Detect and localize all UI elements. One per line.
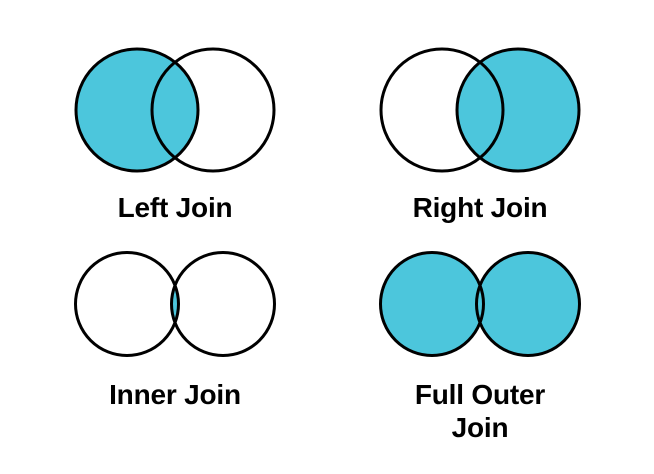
right-circle-outline (455, 47, 581, 173)
left-join-label: Left Join (117, 192, 233, 223)
right-circle-outline (475, 251, 581, 357)
left-circle-fill (380, 252, 484, 356)
left-join-venn (74, 47, 276, 173)
intersection-fill (152, 49, 198, 171)
full-outer-join-venn (379, 251, 581, 357)
right-join-venn (379, 47, 581, 173)
left-circle-outline (74, 251, 180, 357)
diagram-left-join: Left Join (15, 40, 335, 225)
left-circle-outline (379, 47, 505, 173)
inner-join-label: Inner Join (109, 379, 241, 410)
right-circle-outline (150, 47, 276, 173)
right-circle-fill (171, 252, 275, 356)
right-join-label: Right Join (412, 192, 548, 223)
right-circle-fill (476, 252, 580, 356)
diagram-full-outer-join: Full Outer Join (320, 245, 640, 445)
left-circle-fill (75, 252, 179, 356)
full-outer-join-label: Full Outer Join (414, 379, 546, 443)
left-circle-outline (379, 251, 485, 357)
diagram-inner-join: Inner Join (15, 245, 335, 412)
diagram-right-join: Right Join (320, 40, 640, 225)
inner-join-venn (74, 251, 276, 357)
intersection-fill (457, 49, 503, 171)
left-circle-outline (74, 47, 200, 173)
right-circle-outline (170, 251, 276, 357)
